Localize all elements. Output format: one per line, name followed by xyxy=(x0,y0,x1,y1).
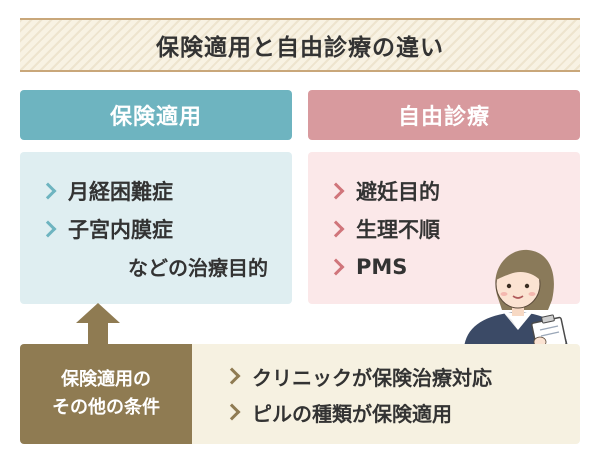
free-care-list: 避妊目的 生理不順 PMS xyxy=(327,172,440,286)
list-item-label: PMS xyxy=(356,255,408,279)
list-item: PMS xyxy=(327,248,440,286)
conditions-list: クリニックが保険治療対応 ピルの種類が保険適用 xyxy=(223,358,492,430)
list-item: 月経困難症 xyxy=(39,172,173,210)
page-title: 保険適用と自由診療の違い xyxy=(156,35,444,61)
conditions-panel: クリニックが保険治療対応 ピルの種類が保険適用 xyxy=(192,344,580,444)
chevron-right-icon xyxy=(327,220,345,238)
chevron-right-icon xyxy=(327,182,345,200)
list-item-label: クリニックが保険治療対応 xyxy=(252,365,492,390)
insurance-list: 月経困難症 子宮内膜症 xyxy=(39,172,173,248)
nurse-illustration xyxy=(464,249,568,348)
list-item: 避妊目的 xyxy=(327,172,440,210)
insurance-header: 保険適用 xyxy=(20,90,292,140)
chevron-right-icon xyxy=(39,220,57,238)
list-item: クリニックが保険治療対応 xyxy=(223,358,492,394)
conditions-label-line1: 保険適用の xyxy=(61,369,151,391)
title-banner: 保険適用と自由診療の違い xyxy=(20,18,580,72)
insurance-panel: 月経困難症 子宮内膜症 などの治療目的 xyxy=(20,152,292,304)
list-item-label: 生理不順 xyxy=(356,218,440,242)
up-arrow-icon xyxy=(76,303,120,345)
list-item: ピルの種類が保険適用 xyxy=(223,394,492,430)
chevron-right-icon xyxy=(223,367,241,385)
list-item: 子宮内膜症 xyxy=(39,210,173,248)
conditions-label: 保険適用の その他の条件 xyxy=(20,344,192,444)
free-care-panel: 避妊目的 生理不順 PMS xyxy=(308,152,580,304)
list-item: 生理不順 xyxy=(327,210,440,248)
chevron-right-icon xyxy=(223,403,241,421)
conditions-label-line2: その他の条件 xyxy=(52,397,160,418)
free-care-header: 自由診療 xyxy=(308,90,580,140)
list-item-label: 月経困難症 xyxy=(68,180,173,204)
chevron-right-icon xyxy=(39,182,57,200)
insurance-note: などの治療目的 xyxy=(128,256,268,280)
list-item-label: 子宮内膜症 xyxy=(68,218,173,242)
list-item-label: 避妊目的 xyxy=(356,180,440,204)
chevron-right-icon xyxy=(327,258,345,276)
list-item-label: ピルの種類が保険適用 xyxy=(252,401,452,426)
